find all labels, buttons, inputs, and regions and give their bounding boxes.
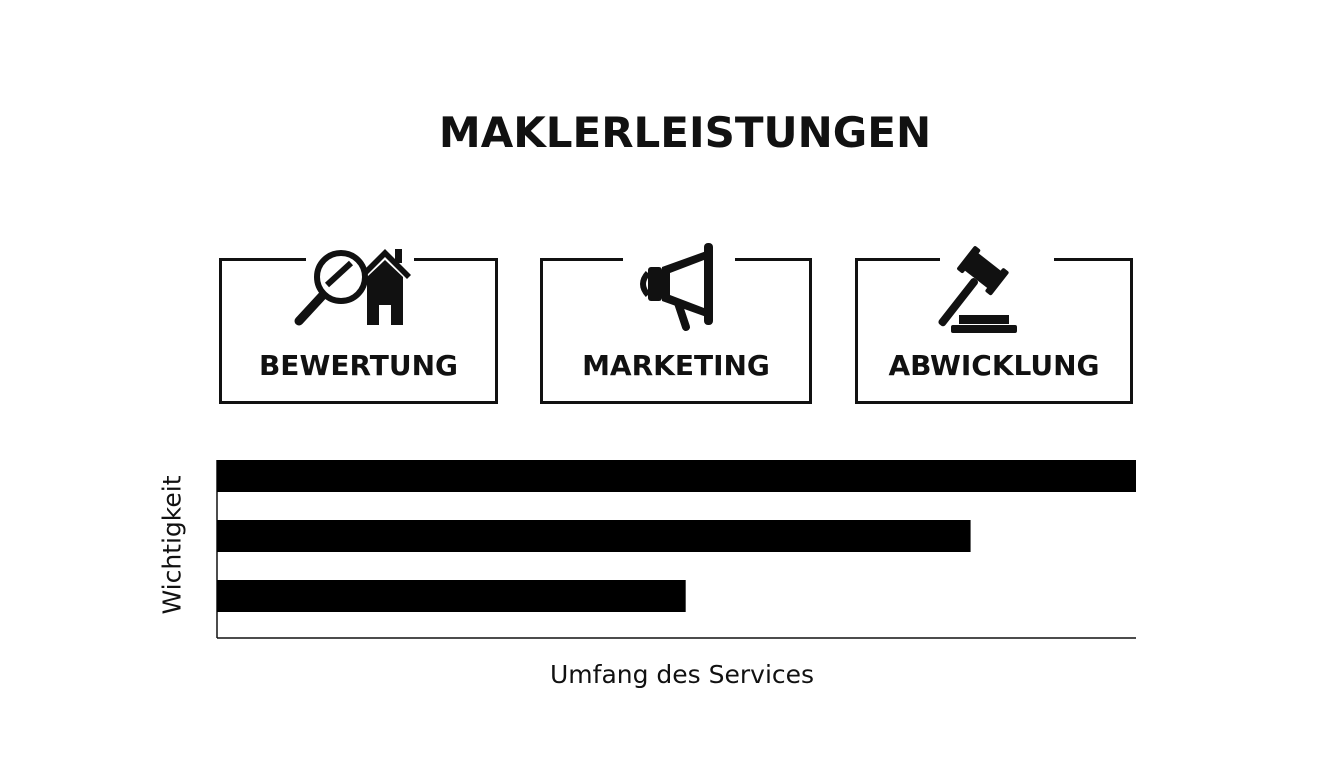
house-search-icon <box>222 235 495 335</box>
card-label: BEWERTUNG <box>258 349 459 382</box>
card-marketing: MARKETING <box>540 243 812 404</box>
card-label: ABWICKLUNG <box>888 349 1100 382</box>
chart-title: MAKLERLEISTUNGEN <box>438 108 932 157</box>
bar-abwicklung <box>217 580 686 612</box>
card-abwicklung: ABWICKLUNG <box>855 246 1133 404</box>
bar-bewertung <box>217 460 1136 492</box>
x-axis-label: Umfang des Services <box>550 660 815 689</box>
bar-chart <box>216 460 1136 639</box>
megaphone-icon <box>543 235 809 335</box>
card-bewertung: BEWERTUNG <box>219 249 498 404</box>
gavel-icon <box>858 235 1130 335</box>
bar-marketing <box>217 520 971 552</box>
y-axis-label: Wichtigkeit <box>157 475 187 615</box>
card-label: MARKETING <box>582 349 770 382</box>
